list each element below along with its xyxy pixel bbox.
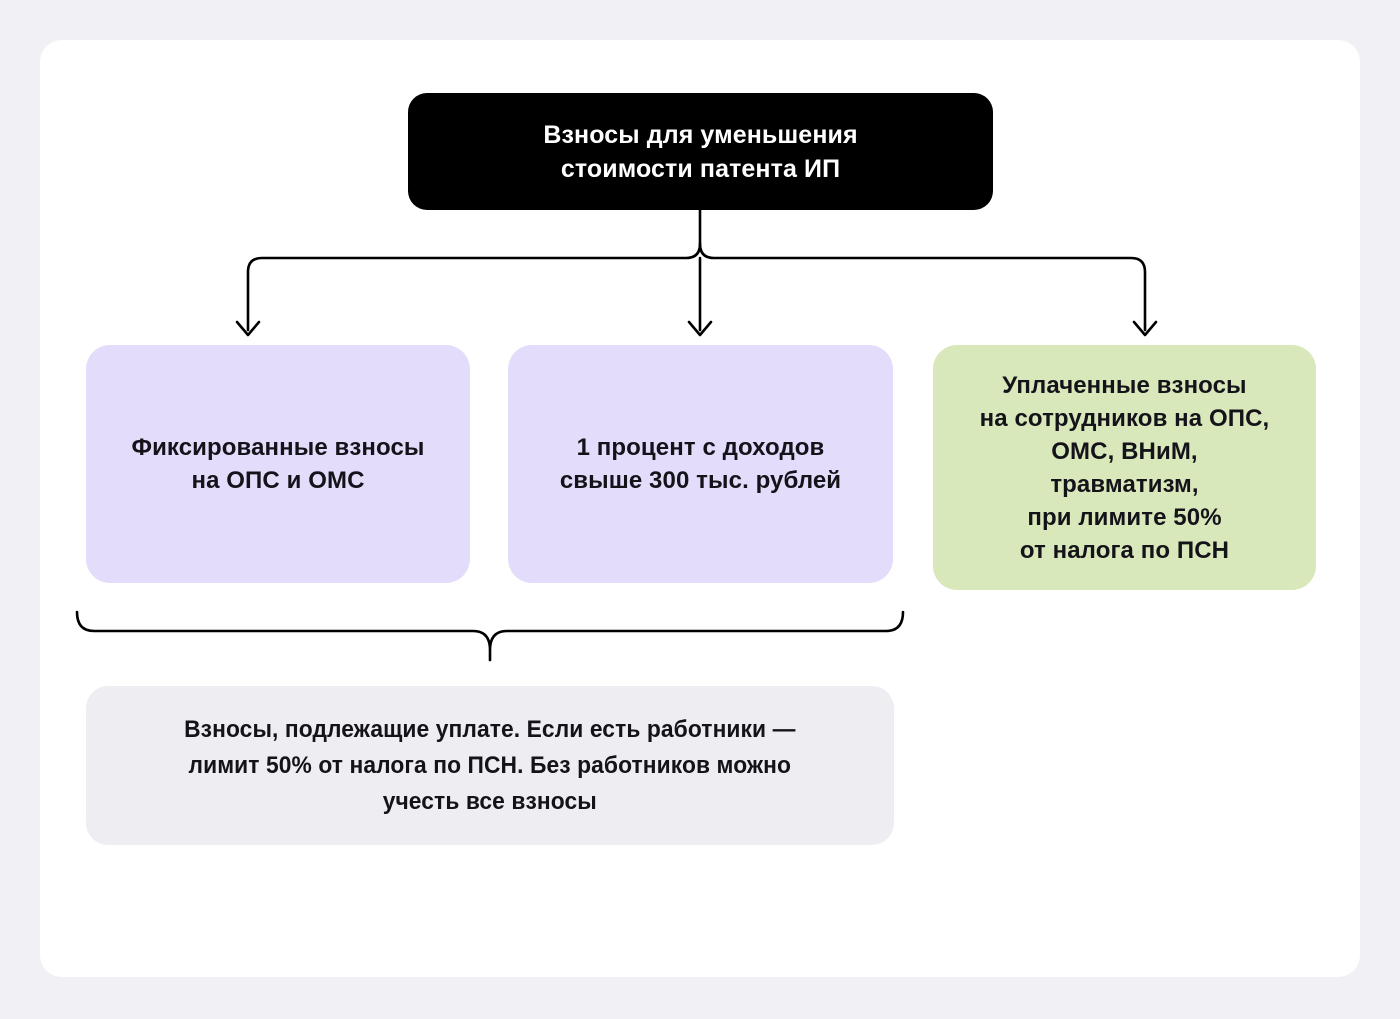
node-payable-contributions: Взносы, подлежащие уплате. Если есть раб…: [86, 686, 894, 845]
node-root-title: Взносы для уменьшения стоимости патента …: [408, 93, 993, 210]
node-fixed-contributions-label: Фиксированные взносы на ОПС и ОМС: [131, 434, 425, 494]
node-fixed-contributions: Фиксированные взносы на ОПС и ОМС: [86, 345, 470, 583]
node-root-label: Взносы для уменьшения стоимости патента …: [543, 120, 858, 183]
node-one-percent-income: 1 процент с доходов свыше 300 тыс. рубле…: [508, 345, 893, 583]
node-employee-contributions: Уплаченные взносы на сотрудников на ОПС,…: [933, 345, 1316, 590]
node-employee-contributions-label: Уплаченные взносы на сотрудников на ОПС,…: [979, 371, 1270, 564]
node-payable-contributions-label: Взносы, подлежащие уплате. Если есть раб…: [184, 715, 796, 815]
node-one-percent-income-label: 1 процент с доходов свыше 300 тыс. рубле…: [559, 434, 842, 494]
